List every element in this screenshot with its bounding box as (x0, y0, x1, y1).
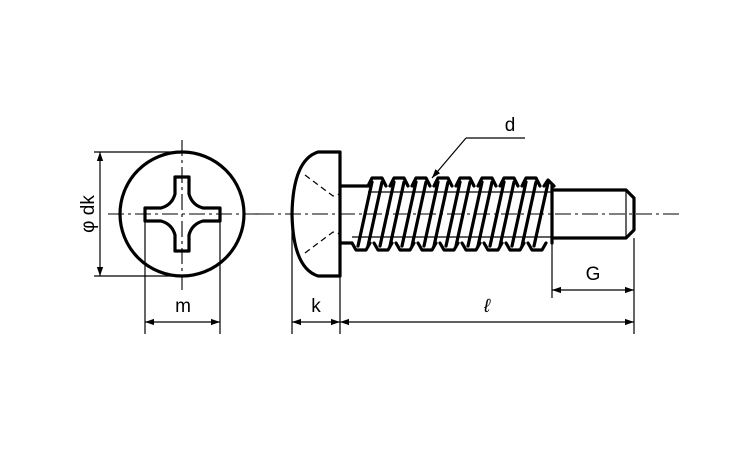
head-top-view (108, 140, 262, 290)
thread-crest-top (366, 176, 388, 188)
thread-flank (510, 180, 528, 248)
thread-diameter-leader: d (431, 115, 525, 179)
head-height-dimension: k (291, 228, 341, 334)
thread-crest-top (520, 176, 542, 188)
thread-crest-top (542, 178, 556, 188)
d-label: d (505, 115, 516, 136)
unthreaded-tip-outline (550, 188, 636, 240)
length-dimension: ℓ (340, 238, 635, 334)
thread-flank (410, 180, 428, 248)
recess-hidden-line-top (304, 174, 341, 197)
m-label: m (175, 296, 191, 317)
d-leader-arrow (431, 137, 467, 179)
length-label: ℓ (483, 296, 491, 317)
thread-crest-top (432, 176, 454, 188)
thread-flank (356, 180, 374, 248)
tip-length-dimension: G (551, 243, 634, 298)
head-diameter-dimension: φ dk (78, 151, 182, 277)
thread-crest-top (476, 176, 498, 188)
g-label: G (586, 264, 601, 285)
k-label: k (311, 296, 321, 317)
thread-crest-bottom (526, 241, 548, 252)
phillips-recess-icon (143, 175, 222, 253)
thread-crest-top (498, 176, 520, 188)
dk-label: φ dk (78, 195, 99, 233)
recess-width-dimension: m (144, 221, 221, 334)
thread-crest-top (388, 176, 410, 188)
thread-crest-top (410, 176, 432, 188)
screw-side-view (258, 150, 680, 278)
thread-crest-top (454, 176, 476, 188)
recess-hidden-line-bottom (304, 231, 341, 254)
